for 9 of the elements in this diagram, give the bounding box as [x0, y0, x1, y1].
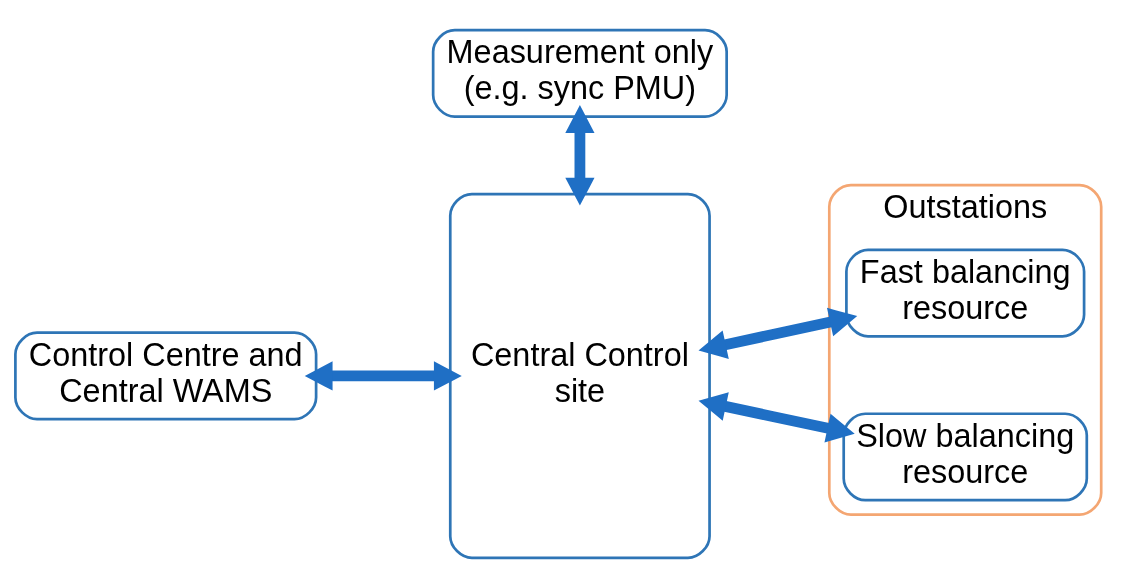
- arrow: [565, 105, 595, 206]
- node-box: Measurement only (e.g. sync PMU): [431, 28, 728, 118]
- node-box: Fast balancing resource: [845, 248, 1086, 338]
- node-box: Slow balancing resource: [842, 412, 1089, 502]
- arrow: [698, 392, 855, 443]
- arrow: [698, 307, 858, 359]
- node-box: Control Centre and Central WAMS: [14, 331, 318, 421]
- node-box: Central Control site: [448, 192, 711, 560]
- arrow: [304, 361, 462, 391]
